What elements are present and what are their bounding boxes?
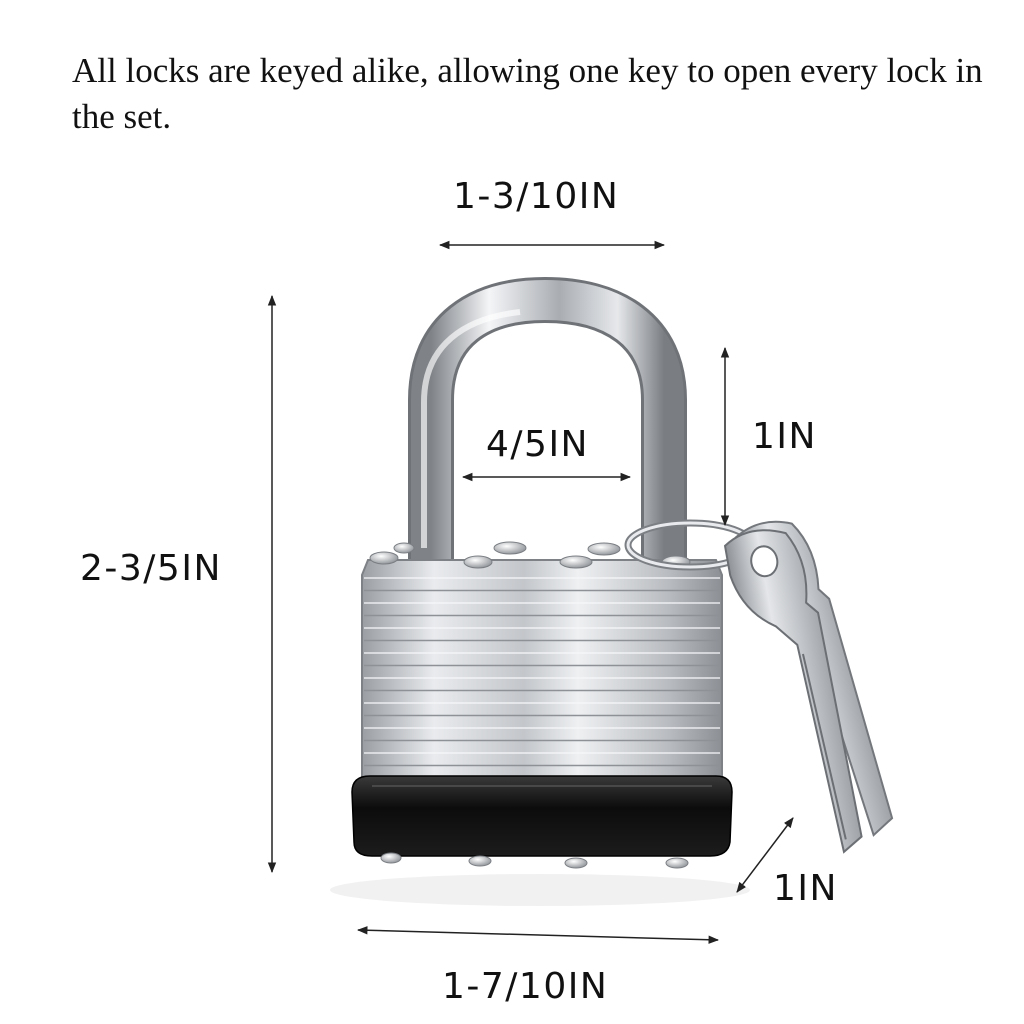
label-base-width: 1-7/10IN xyxy=(442,966,609,1007)
key-front xyxy=(723,529,863,854)
rivet xyxy=(463,555,493,569)
rivet xyxy=(380,852,402,864)
rivet xyxy=(665,857,689,869)
rivet xyxy=(493,541,527,555)
top-rivets xyxy=(369,541,691,569)
label-shackle-height: 1IN xyxy=(752,416,817,457)
rivet xyxy=(559,555,593,569)
arrow-key-length xyxy=(736,817,794,893)
floor-shadow xyxy=(330,874,750,906)
keys xyxy=(723,520,894,854)
label-key-length: 1IN xyxy=(773,868,838,909)
lamination-lines xyxy=(364,577,720,779)
caption-text: All locks are keyed alike, allowing one … xyxy=(72,51,983,136)
bottom-rivets xyxy=(380,852,689,869)
shackle xyxy=(408,276,687,560)
rivet xyxy=(587,542,621,556)
lock-body xyxy=(361,559,723,791)
rivet xyxy=(564,857,588,869)
label-body-width: 1-3/10IN xyxy=(453,176,620,217)
dimension-arrows xyxy=(267,240,794,944)
rivet xyxy=(468,855,492,867)
rivet xyxy=(393,542,415,554)
bumper-base xyxy=(351,775,733,857)
label-total-height: 2-3/5IN xyxy=(80,548,222,589)
arrow-base-width xyxy=(356,926,720,944)
rivet xyxy=(369,551,399,565)
label-shackle-inner-width: 4/5IN xyxy=(486,424,589,465)
